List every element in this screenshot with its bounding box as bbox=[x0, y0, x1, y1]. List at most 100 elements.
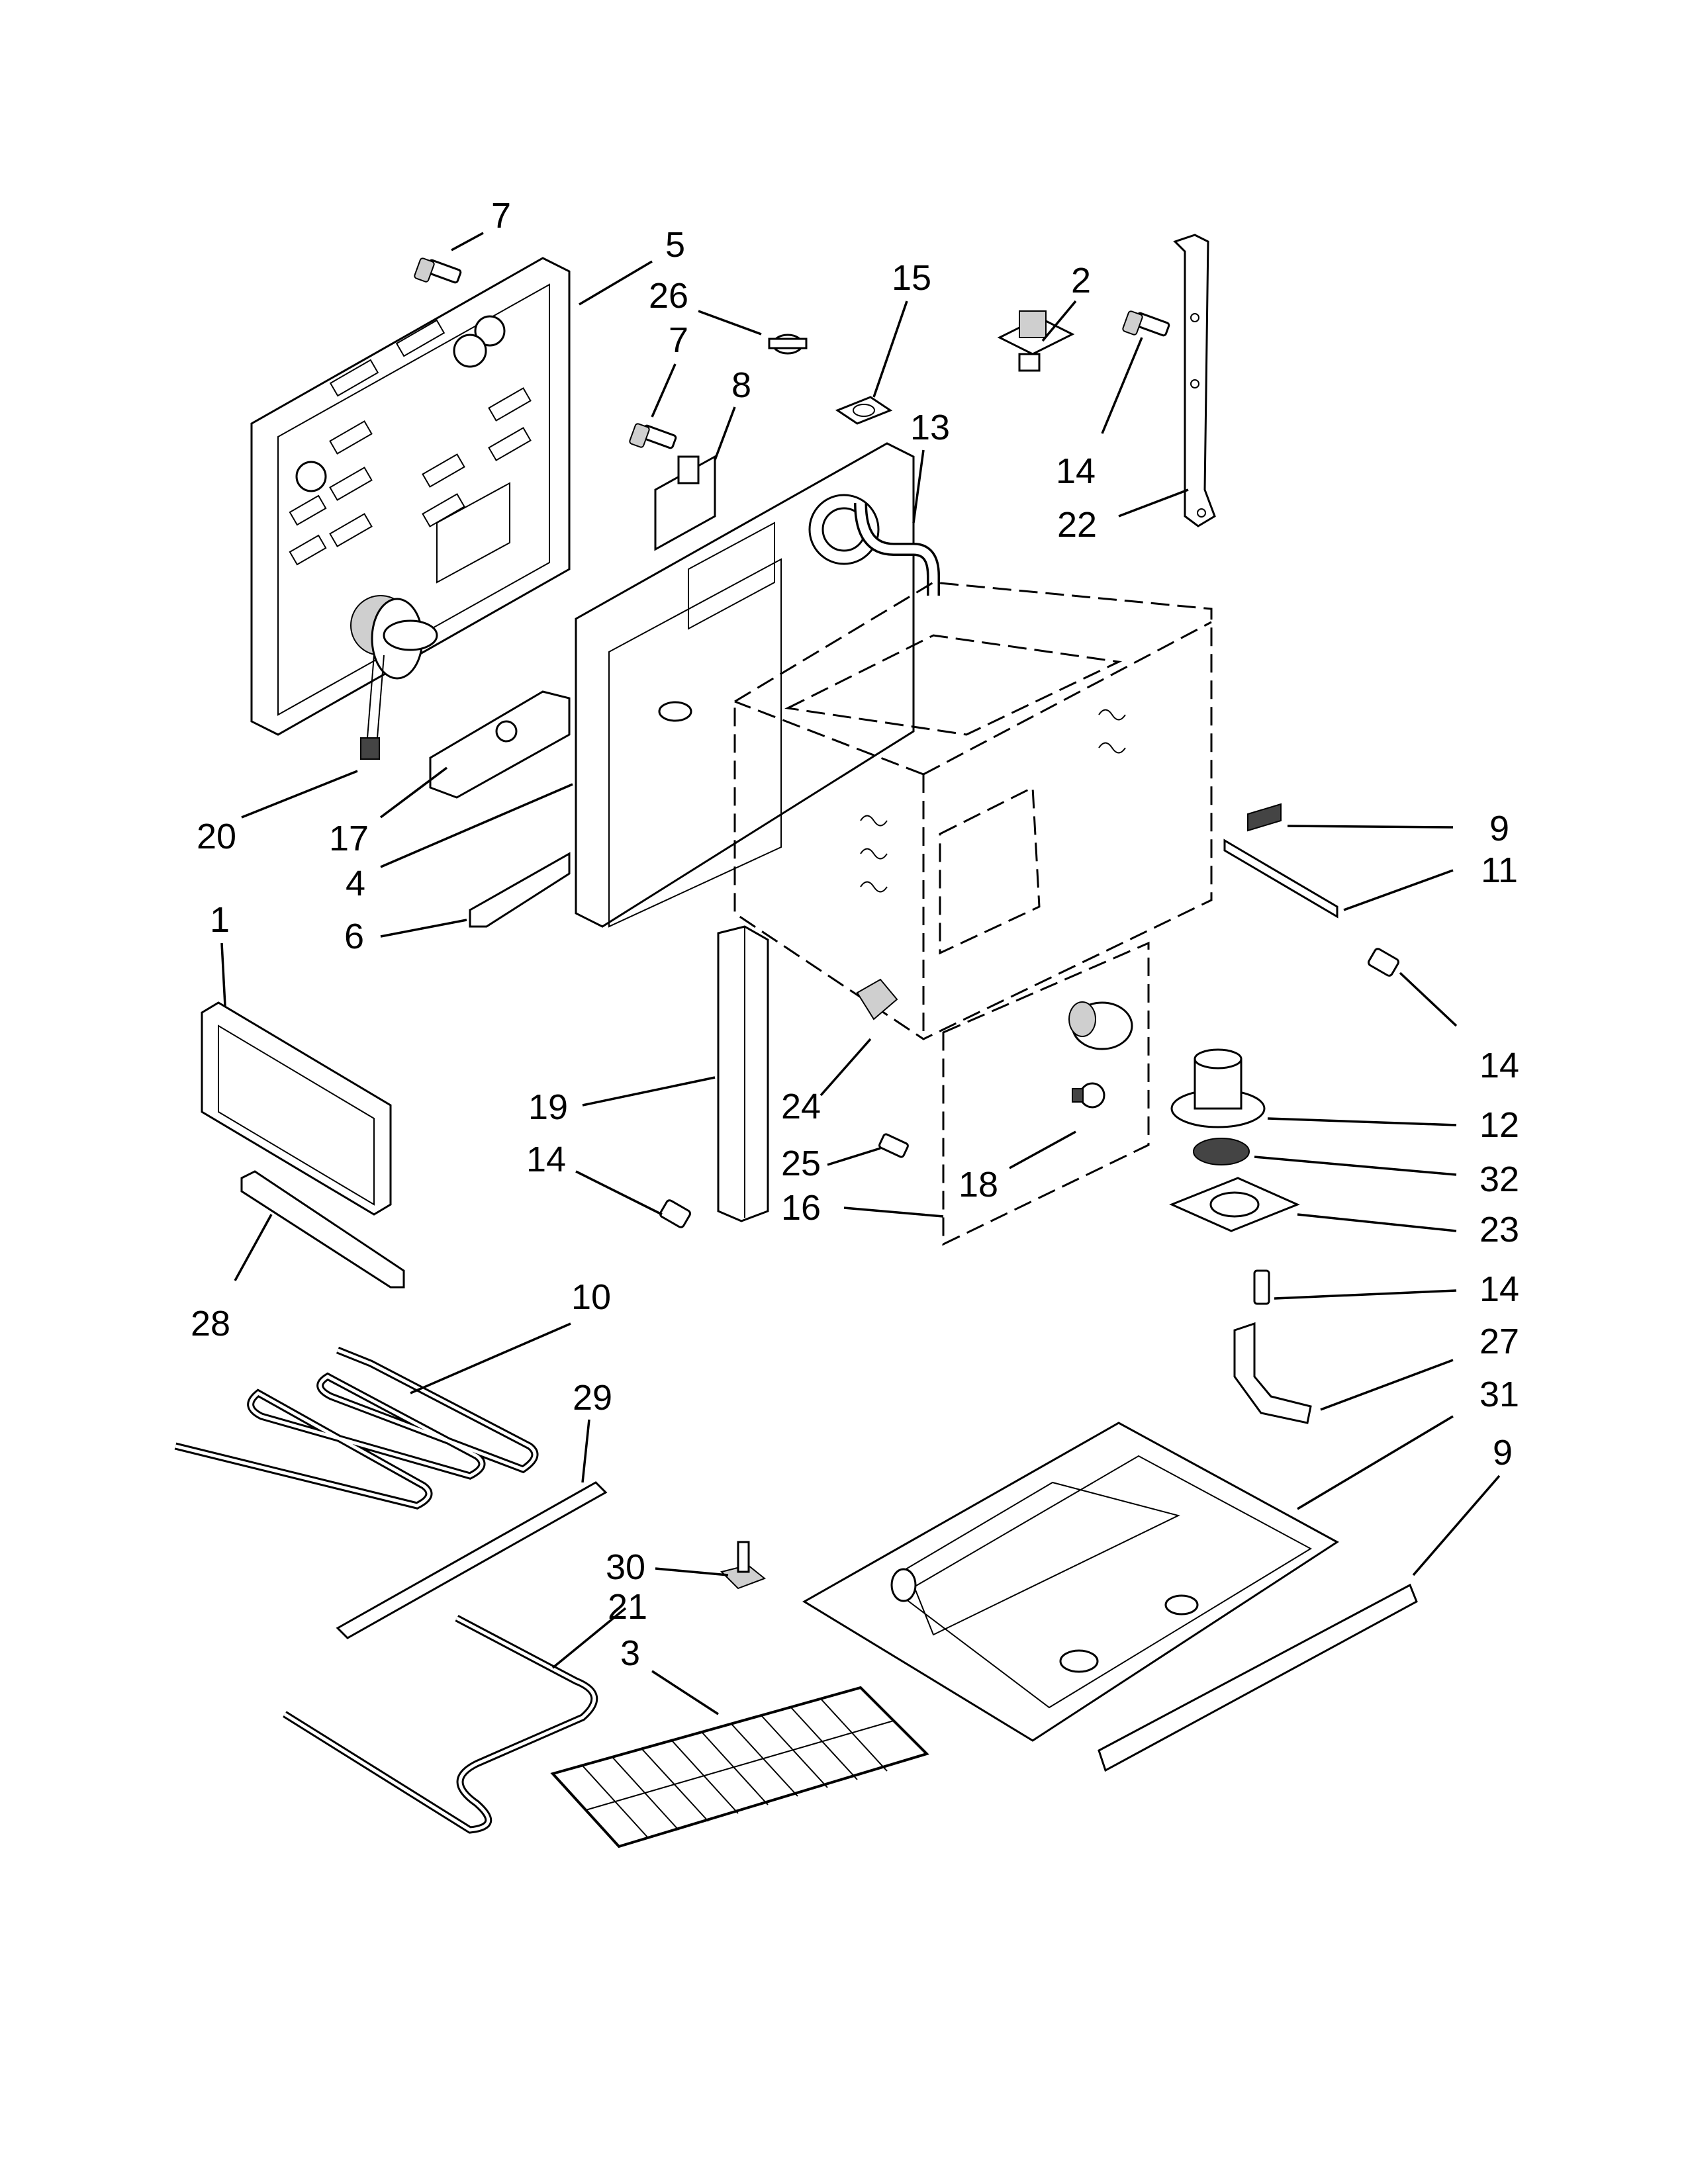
callout-label: 9 bbox=[1489, 809, 1509, 848]
channel-19 bbox=[717, 925, 769, 1222]
broil-element-21 bbox=[283, 1615, 598, 1834]
callout-label: 9 bbox=[1493, 1433, 1513, 1473]
screen-32 bbox=[1193, 1138, 1250, 1165]
callout-16: 16 bbox=[781, 1188, 944, 1228]
callout-24: 24 bbox=[781, 1038, 872, 1126]
callout-label: 5 bbox=[665, 225, 685, 265]
leveling-leg-30 bbox=[720, 1541, 766, 1590]
callout-7-center: 7 bbox=[651, 320, 688, 418]
callout-label: 31 bbox=[1479, 1375, 1519, 1414]
callout-5: 5 bbox=[579, 225, 685, 306]
bulb-18 bbox=[1072, 1082, 1105, 1109]
bracket-6 bbox=[469, 852, 571, 928]
callout-25: 25 bbox=[781, 1144, 881, 1183]
callout-9-bottom: 9 bbox=[1412, 1433, 1513, 1576]
callout-label: 8 bbox=[731, 365, 751, 405]
parts-drawing bbox=[174, 234, 1418, 1848]
callout-label: 18 bbox=[959, 1165, 998, 1205]
rod-11 bbox=[1223, 839, 1338, 919]
callout-label: 29 bbox=[573, 1378, 612, 1418]
callout-8: 8 bbox=[714, 365, 751, 461]
callout-27: 27 bbox=[1320, 1322, 1519, 1411]
callout-label: 23 bbox=[1479, 1210, 1519, 1250]
callout-14-top: 14 bbox=[1056, 337, 1143, 491]
callout-14-lower: 14 bbox=[1274, 1269, 1519, 1309]
callout-label: 1 bbox=[210, 900, 230, 940]
rear-panel bbox=[250, 257, 571, 736]
callout-31: 31 bbox=[1297, 1375, 1519, 1510]
callout-label: 27 bbox=[1479, 1322, 1519, 1361]
callout-label: 32 bbox=[1479, 1160, 1519, 1199]
callout-label: 10 bbox=[571, 1277, 611, 1317]
strip-28 bbox=[240, 1170, 405, 1289]
callout-label: 14 bbox=[1056, 451, 1096, 491]
callout-label: 2 bbox=[1071, 261, 1091, 300]
callout-label: 6 bbox=[344, 917, 364, 956]
callout-label: 7 bbox=[669, 320, 688, 360]
callout-label: 26 bbox=[649, 276, 688, 316]
thermal-cutout-26 bbox=[768, 334, 808, 355]
callout-label: 20 bbox=[197, 817, 236, 856]
screw-7-left bbox=[414, 257, 462, 284]
trim-strip-9 bbox=[1098, 1583, 1418, 1772]
callout-label: 3 bbox=[620, 1633, 640, 1673]
callout-label: 21 bbox=[608, 1587, 647, 1627]
callout-label: 15 bbox=[892, 258, 931, 298]
latch-24 bbox=[856, 978, 898, 1021]
callout-13: 13 bbox=[910, 408, 950, 523]
callout-1: 1 bbox=[210, 900, 230, 1007]
callout-21: 21 bbox=[551, 1587, 647, 1669]
callout-label: 11 bbox=[1481, 850, 1518, 890]
callout-label: 4 bbox=[346, 864, 365, 903]
callout-18: 18 bbox=[959, 1130, 1076, 1205]
callout-6: 6 bbox=[344, 917, 467, 956]
oven-cavity bbox=[733, 581, 1213, 1040]
callout-28: 28 bbox=[191, 1214, 273, 1343]
callout-labels: 7 5 26 7 8 15 13 2 bbox=[191, 196, 1519, 1715]
bottom-pan-31 bbox=[802, 1422, 1339, 1742]
callout-19: 19 bbox=[528, 1076, 716, 1127]
light-assembly-16 bbox=[942, 941, 1150, 1246]
callout-label: 19 bbox=[528, 1087, 568, 1127]
callout-23: 23 bbox=[1297, 1210, 1519, 1250]
vent-tube-13 bbox=[854, 502, 940, 596]
oven-rack-3 bbox=[550, 1686, 929, 1848]
convection-fan-motor bbox=[350, 595, 438, 760]
bracket-1 bbox=[201, 1001, 392, 1216]
bake-element-10 bbox=[174, 1346, 539, 1510]
callout-20: 20 bbox=[197, 770, 358, 856]
screw-14-right bbox=[1368, 948, 1399, 977]
callout-22: 22 bbox=[1057, 488, 1189, 545]
callout-26: 26 bbox=[649, 276, 762, 336]
callout-15: 15 bbox=[872, 258, 931, 398]
gasket-15 bbox=[835, 396, 893, 425]
side-rail-22 bbox=[1173, 234, 1216, 527]
callout-32: 32 bbox=[1254, 1156, 1519, 1199]
screw-25 bbox=[878, 1133, 909, 1158]
callout-label: 17 bbox=[329, 819, 369, 858]
callout-3: 3 bbox=[620, 1633, 719, 1715]
callout-label: 25 bbox=[781, 1144, 821, 1183]
screw-14-center bbox=[659, 1199, 691, 1228]
callout-label: 22 bbox=[1057, 505, 1097, 545]
callout-11: 11 bbox=[1343, 850, 1518, 911]
plate-23 bbox=[1169, 1177, 1300, 1232]
screw-14-top bbox=[1122, 310, 1170, 337]
strip-29 bbox=[336, 1481, 608, 1639]
bracket-17 bbox=[429, 690, 571, 799]
callout-30: 30 bbox=[606, 1547, 729, 1587]
bracket-8 bbox=[654, 455, 716, 551]
bracket-27 bbox=[1233, 1322, 1312, 1424]
callout-label: 16 bbox=[781, 1188, 821, 1228]
callout-label: 24 bbox=[781, 1087, 821, 1126]
callout-label: 13 bbox=[910, 408, 950, 447]
screw-7-center bbox=[629, 423, 677, 449]
callout-4: 4 bbox=[346, 783, 573, 903]
callout-label: 14 bbox=[1479, 1269, 1519, 1309]
label-9-small bbox=[1247, 803, 1282, 832]
callout-2: 2 bbox=[1041, 261, 1091, 342]
callout-7-top: 7 bbox=[451, 196, 511, 251]
callout-label: 14 bbox=[1479, 1046, 1519, 1085]
callout-14-right: 14 bbox=[1399, 972, 1519, 1085]
